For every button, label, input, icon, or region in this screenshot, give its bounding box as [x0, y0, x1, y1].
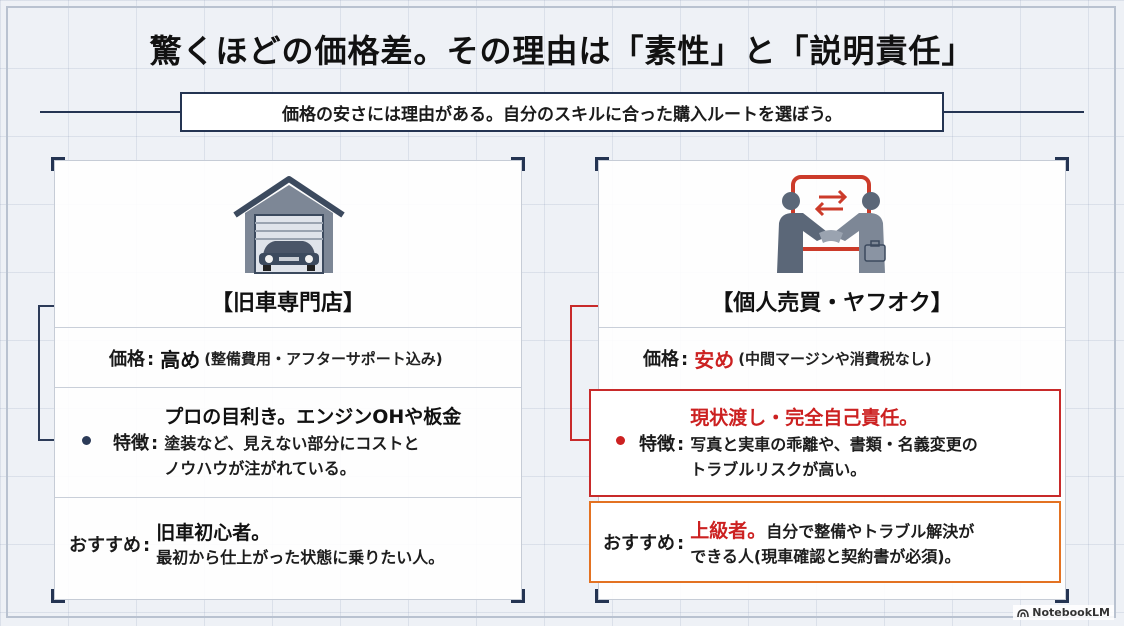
right-heading: 【個人売買・ヤフオク】	[711, 291, 953, 316]
right-price-row: 価格: 安め (中間マージンや消費税なし)	[599, 335, 1065, 381]
garage-car-icon	[229, 173, 349, 278]
left-recommend-lead: 旧車初心者。	[156, 522, 271, 544]
left-connector	[38, 305, 54, 441]
right-features-line-1: 写真と実車の乖離や、書類・名義変更の	[690, 434, 978, 454]
left-heading: 【旧車専門店】	[210, 291, 365, 316]
right-features-row: 特徴: 現状渡し・完全自己責任。 写真と実車の乖離や、書類・名義変更の トラブル…	[599, 393, 1065, 493]
left-recommend-detail: 最初から仕上がった状態に乗りたい人。	[156, 548, 445, 567]
left-price-value: 高め	[160, 347, 201, 372]
subtitle-rule-left	[40, 111, 180, 113]
handshake-exchange-icon	[771, 173, 891, 278]
left-recommend-label: おすすめ	[69, 535, 141, 556]
watermark-text: NotebookLM	[1032, 606, 1110, 619]
left-features-label: 特徴	[113, 433, 149, 454]
subtitle-banner: 価格の安さには理由がある。自分のスキルに合った購入ルートを選ぼう。	[180, 92, 944, 132]
left-features-line-2: 塗装など、見えない部分にコストと	[164, 433, 420, 453]
left-price-row: 価格: 高め (整備費用・アフターサポート込み)	[55, 335, 521, 381]
right-recommend-line-1: 自分で整備やトラブル解決が	[766, 521, 975, 541]
right-recommend-label: おすすめ	[603, 533, 675, 554]
notebooklm-watermark: NotebookLM	[1013, 605, 1114, 620]
left-features-row: 特徴: プロの目利き。エンジンOHや板金 塗装など、見えない部分にコストと ノウ…	[55, 397, 521, 487]
left-panel-specialty-shop: 【旧車専門店】 価格: 高め (整備費用・アフターサポート込み) 特徴: プロの…	[51, 157, 525, 603]
left-features-line-1: プロの目利き。エンジンOHや板金	[164, 405, 462, 428]
right-recommend-lead: 上級者。	[690, 519, 767, 542]
right-features-lead: 現状渡し・完全自己責任。	[690, 406, 919, 429]
subtitle-text: 価格の安さには理由がある。自分のスキルに合った購入ルートを選ぼう。	[282, 104, 842, 125]
left-recommend-row: おすすめ: 旧車初心者。 最初から仕上がった状態に乗りたい人。	[55, 507, 521, 581]
right-panel-private-sale: 【個人売買・ヤフオク】 価格: 安め (中間マージンや消費税なし) 特徴: 現状…	[589, 157, 1069, 603]
right-connector	[570, 305, 598, 441]
left-price-label: 価格	[109, 349, 145, 370]
right-price-note: (中間マージンや消費税なし)	[738, 349, 932, 368]
right-connector-dot	[616, 436, 625, 445]
right-recommend-row: おすすめ: 上級者。自分で整備やトラブル解決が できる人(現車確認と契約書が必須…	[599, 505, 1065, 579]
right-features-label: 特徴	[639, 434, 675, 455]
subtitle-rule-right	[944, 111, 1084, 113]
left-price-note: (整備費用・アフターサポート込み)	[204, 349, 443, 368]
right-features-box	[589, 389, 1061, 497]
right-recommend-line-2: できる人(現車確認と契約書が必須)。	[690, 546, 961, 566]
left-connector-dot	[82, 436, 91, 445]
notebooklm-logo-icon	[1017, 608, 1030, 618]
right-price-value: 安め	[694, 347, 735, 372]
right-price-label: 価格	[643, 349, 679, 370]
left-features-line-3: ノウハウが注がれている。	[164, 458, 356, 478]
right-recommend-box	[589, 501, 1061, 583]
right-features-line-2: トラブルリスクが高い。	[690, 459, 867, 479]
page-title: 驚くほどの価格差。その理由は「素性」と「説明責任」	[149, 32, 975, 70]
